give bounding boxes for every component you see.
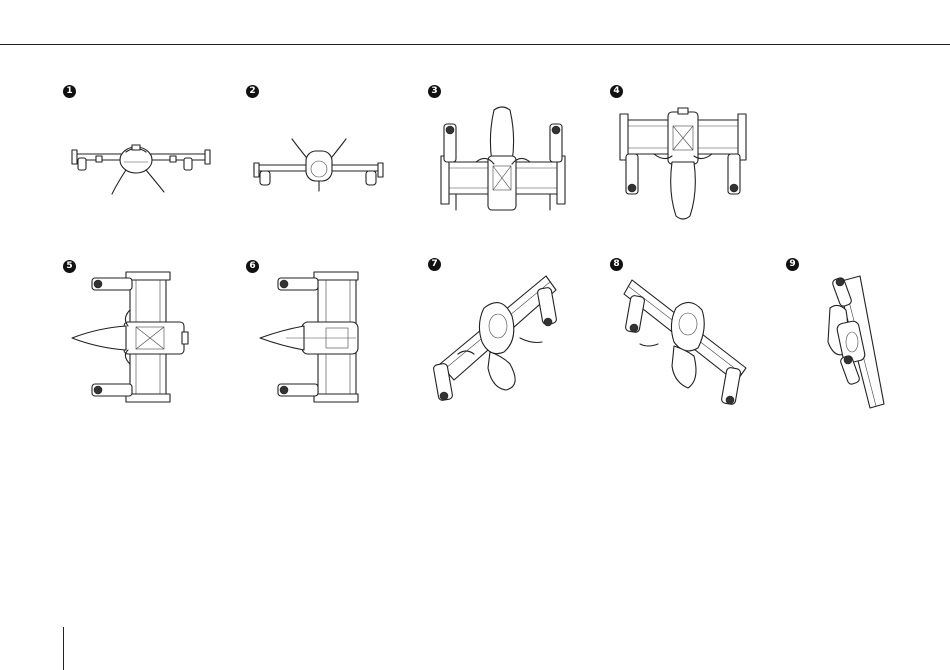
aircraft-perspective-view-3-drawing xyxy=(820,272,892,412)
figure-number-3: 3 xyxy=(428,85,441,98)
figure-number-9: 9 xyxy=(786,258,799,271)
footer-margin-rule xyxy=(63,627,64,670)
aircraft-perspective-view-1-drawing xyxy=(428,268,578,408)
aircraft-bottom-view-nose-left-drawing xyxy=(256,270,368,405)
aircraft-rear-view-drawing xyxy=(250,135,385,195)
aircraft-top-view-nose-down-drawing xyxy=(618,106,748,221)
header-rule xyxy=(0,44,950,45)
figure-number-1: 1 xyxy=(63,85,76,98)
aircraft-front-view-drawing xyxy=(66,130,216,200)
figure-number-4: 4 xyxy=(610,85,623,98)
figure-number-2: 2 xyxy=(246,85,259,98)
aircraft-perspective-view-2-drawing xyxy=(618,268,768,410)
aircraft-top-view-nose-left-drawing xyxy=(68,270,196,405)
aircraft-top-view-nose-up-drawing xyxy=(436,106,571,218)
